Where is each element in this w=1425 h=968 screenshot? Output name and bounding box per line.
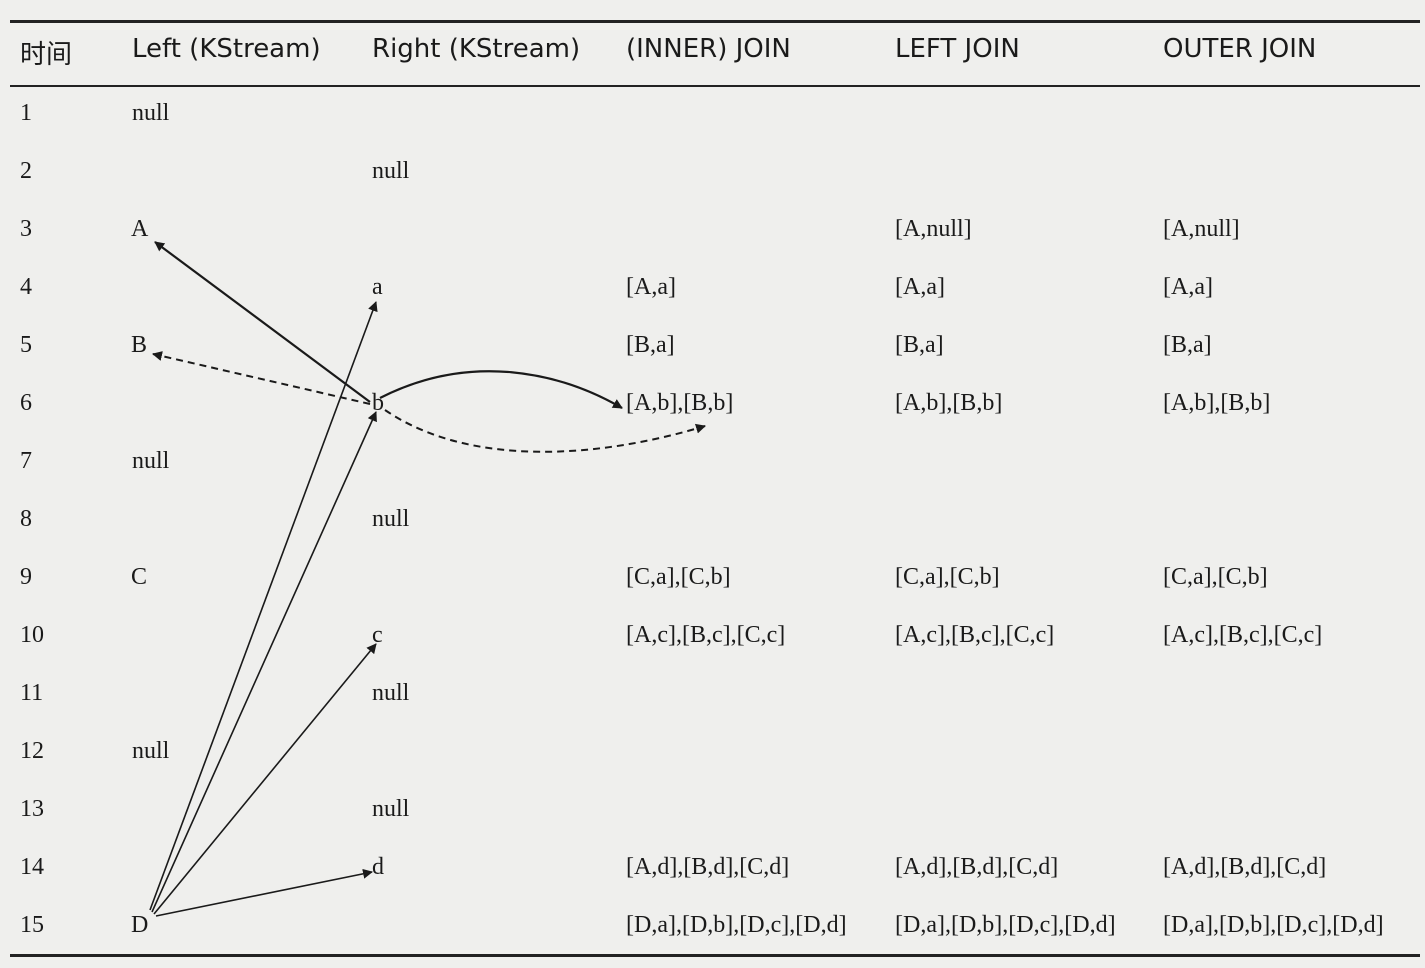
cell-right-stream: a (372, 274, 383, 300)
cell-outer-join: [A,d],[B,d],[C,d] (1163, 854, 1327, 880)
cell-time: 13 (20, 796, 44, 822)
cell-outer-join: [A,c],[B,c],[C,c] (1163, 622, 1323, 648)
cell-left-join: [A,b],[B,b] (895, 390, 1003, 416)
cell-inner-join: [A,c],[B,c],[C,c] (626, 622, 786, 648)
arrow-b-to-join-dashed (384, 409, 706, 453)
header-inner-join: (INNER) JOIN (626, 34, 791, 64)
cell-time: 10 (20, 622, 44, 648)
cell-outer-join: [A,null] (1163, 216, 1240, 242)
table-header-rule (10, 85, 1420, 87)
cell-left-join: [A,c],[B,c],[C,c] (895, 622, 1055, 648)
cell-inner-join: [A,d],[B,d],[C,d] (626, 854, 790, 880)
cell-left-join: [A,null] (895, 216, 972, 242)
cell-time: 11 (20, 680, 44, 706)
cell-left-stream: null (132, 738, 170, 764)
cell-left-stream: B (131, 332, 148, 358)
cell-left-stream: null (132, 100, 170, 126)
cell-inner-join: [D,a],[D,b],[D,c],[D,d] (626, 912, 847, 938)
cell-time: 9 (20, 564, 32, 590)
cell-time: 1 (20, 100, 32, 126)
cell-right-stream: c (372, 622, 383, 648)
header-left-stream: Left (KStream) (132, 34, 321, 64)
cell-time: 7 (20, 448, 32, 474)
arrow-d-to-d-right (155, 868, 373, 917)
arrow-b-to-b-left (152, 351, 371, 405)
cell-inner-join: [A,b],[B,b] (626, 390, 734, 416)
cell-left-stream: C (131, 564, 148, 590)
cell-outer-join: [B,a] (1163, 332, 1212, 358)
cell-time: 4 (20, 274, 32, 300)
header-outer-join: OUTER JOIN (1163, 34, 1317, 64)
cell-time: 12 (20, 738, 44, 764)
cell-outer-join: [A,b],[B,b] (1163, 390, 1271, 416)
arrow-b-to-a-left (154, 241, 371, 403)
cell-inner-join: [C,a],[C,b] (626, 564, 731, 590)
arrow-d-to-b-right (151, 411, 377, 913)
cell-outer-join: [C,a],[C,b] (1163, 564, 1268, 590)
cell-left-stream: D (131, 912, 149, 938)
cell-left-join: [A,a] (895, 274, 945, 300)
cell-left-join: [D,a],[D,b],[D,c],[D,d] (895, 912, 1116, 938)
cell-time: 15 (20, 912, 44, 938)
cell-time: 14 (20, 854, 44, 880)
arrow-d-to-c-right (153, 643, 377, 915)
cell-time: 3 (20, 216, 32, 242)
cell-outer-join: [D,a],[D,b],[D,c],[D,d] (1163, 912, 1384, 938)
cell-inner-join: [B,a] (626, 332, 675, 358)
cell-left-stream: null (132, 448, 170, 474)
cell-right-stream: d (372, 854, 384, 880)
table-top-rule (10, 20, 1420, 23)
cell-inner-join: [A,a] (626, 274, 676, 300)
header-right-stream: Right (KStream) (372, 34, 581, 64)
cell-time: 5 (20, 332, 32, 358)
cell-outer-join: [A,a] (1163, 274, 1213, 300)
cell-left-join: [A,d],[B,d],[C,d] (895, 854, 1059, 880)
cell-time: 6 (20, 390, 32, 416)
cell-time: 2 (20, 158, 32, 184)
cell-left-join: [C,a],[C,b] (895, 564, 1000, 590)
cell-left-join: [B,a] (895, 332, 944, 358)
table-bottom-rule (10, 954, 1420, 957)
header-time: 时间 (20, 40, 73, 70)
arrow-d-to-a-right (149, 301, 378, 911)
cell-right-stream: null (372, 158, 410, 184)
cell-time: 8 (20, 506, 32, 532)
cell-right-stream: null (372, 680, 410, 706)
cell-right-stream: null (372, 796, 410, 822)
arrow-b-to-join-solid (379, 370, 623, 409)
header-left-join: LEFT JOIN (895, 34, 1020, 64)
cell-left-stream: A (131, 216, 149, 242)
cell-right-stream: null (372, 506, 410, 532)
